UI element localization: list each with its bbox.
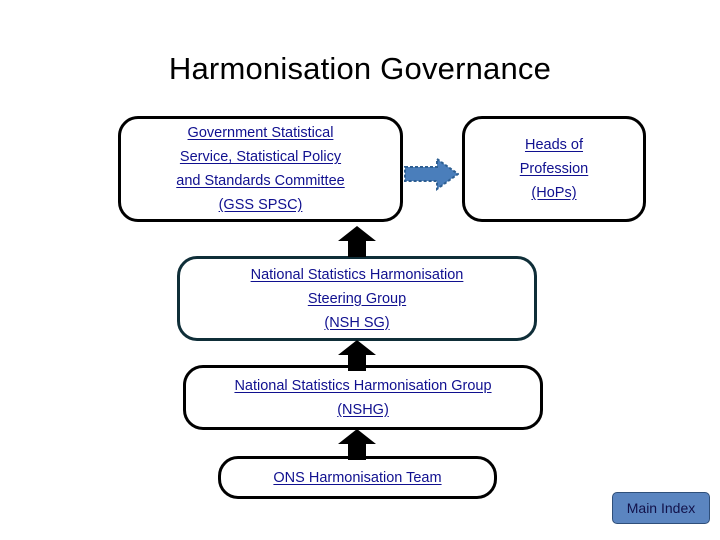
node-line[interactable]: Steering Group [307,290,407,307]
node-ons-harmonisation-team[interactable]: ONS Harmonisation Team [218,456,497,499]
node-line[interactable]: and Standards Committee [176,173,345,189]
node-line[interactable]: (NSHG) [337,401,389,418]
page-title: Harmonisation Governance [168,51,552,86]
node-line[interactable]: (GSS SPSC) [218,197,303,213]
node-line[interactable]: ONS Harmonisation Team [273,469,442,486]
node-line[interactable]: Profession [519,161,589,177]
node-line[interactable]: (NSH SG) [324,314,390,331]
node-nshg-text: National Statistics Harmonisation Group … [228,374,497,422]
node-line[interactable]: Government Statistical [187,125,334,141]
node-hops-text: Heads of Profession (HoPs) [514,133,595,205]
node-nsh-group[interactable]: National Statistics Harmonisation Group … [183,365,543,430]
node-gss-spsc-text: Government Statistical Service, Statisti… [170,121,350,217]
node-nshsg-text: National Statistics Harmonisation Steeri… [245,263,470,335]
arrow-up-icon [338,340,376,371]
node-line[interactable]: Heads of [524,137,584,153]
node-ons-text: ONS Harmonisation Team [267,466,447,490]
node-line[interactable]: National Statistics Harmonisation Group [234,377,492,394]
node-heads-of-profession[interactable]: Heads of Profession (HoPs) [462,116,646,222]
arrow-up-icon [338,226,376,257]
node-gss-spsc[interactable]: Government Statistical Service, Statisti… [118,116,403,222]
node-line[interactable]: (HoPs) [531,185,577,201]
main-index-button[interactable]: Main Index [612,492,710,524]
arrow-up-icon [338,429,376,460]
arrow-right-icon [404,157,459,191]
node-line[interactable]: National Statistics Harmonisation [250,266,464,283]
main-index-button-label: Main Index [626,500,696,516]
node-nsh-steering-group[interactable]: National Statistics Harmonisation Steeri… [177,256,537,341]
node-line[interactable]: Service, Statistical Policy [179,149,342,165]
